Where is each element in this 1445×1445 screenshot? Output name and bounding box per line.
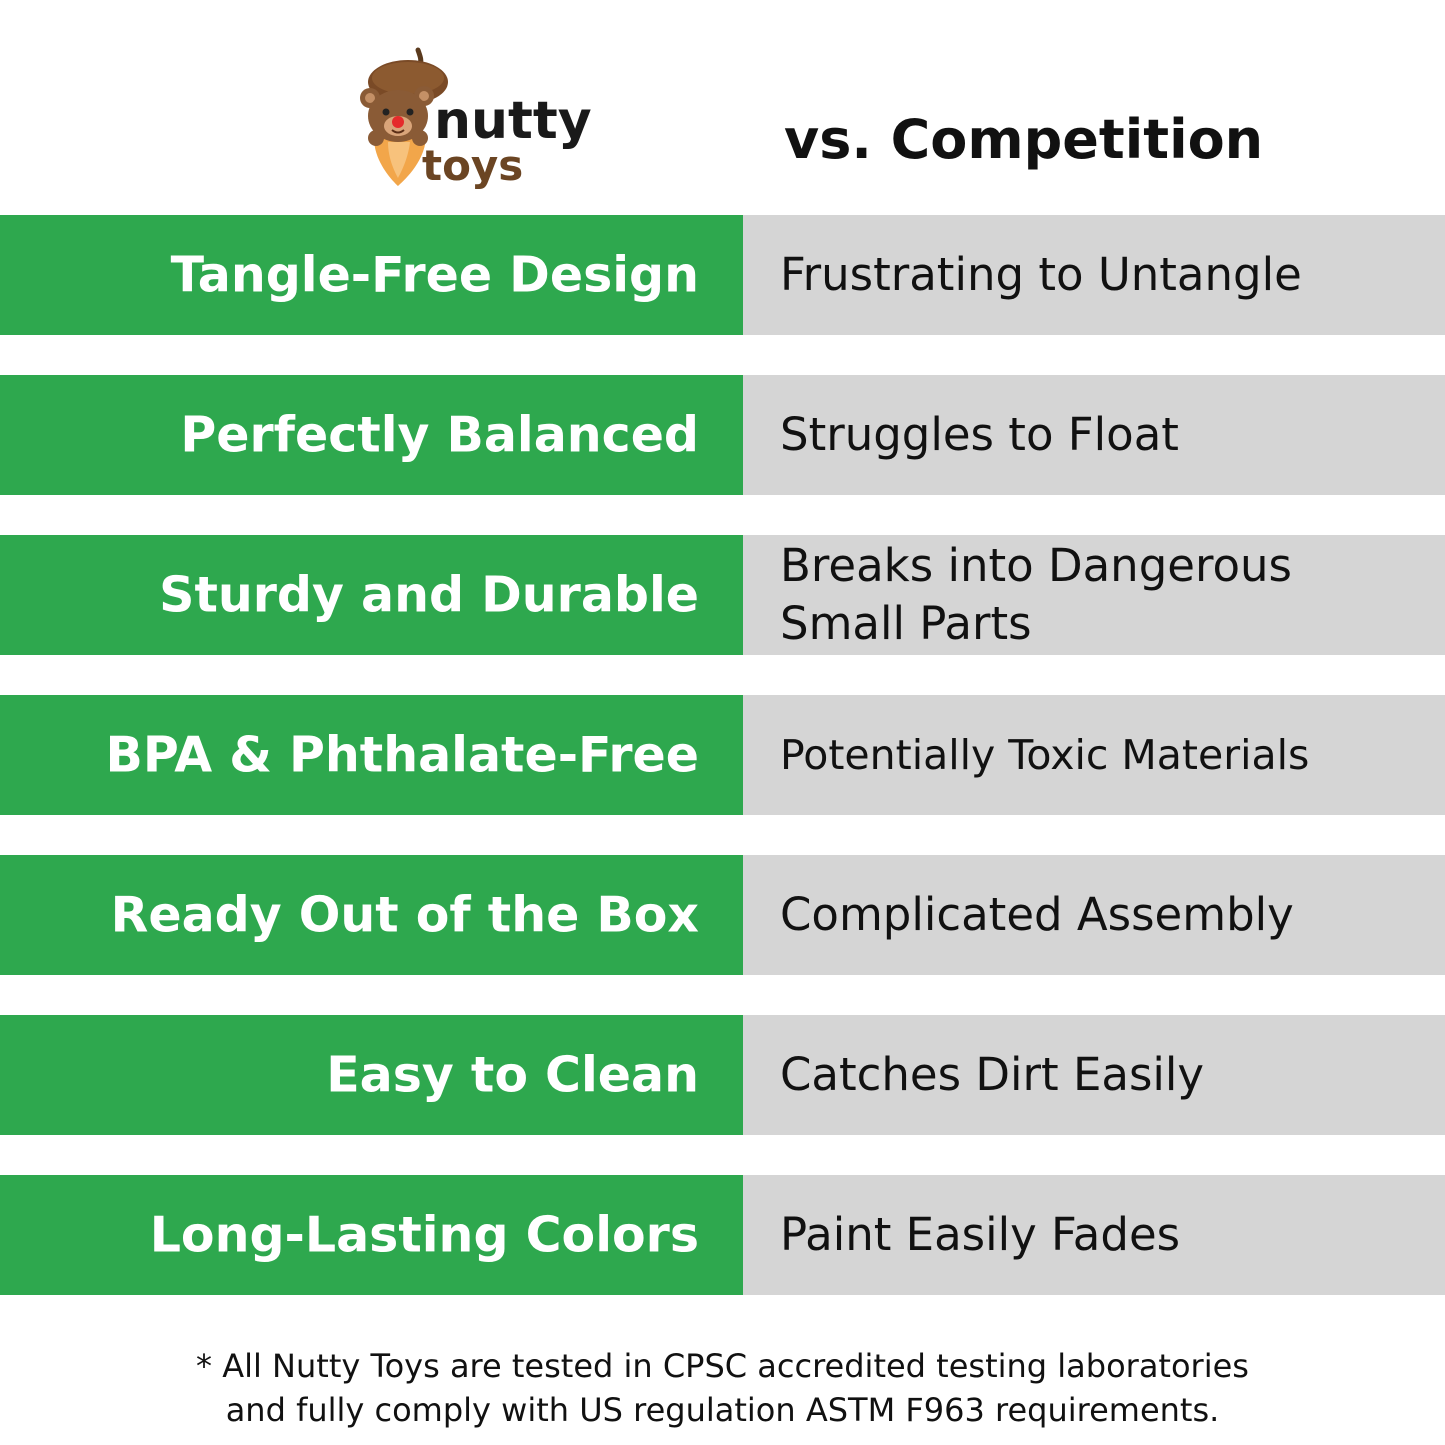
- ours-cell: Long-Lasting Colors: [0, 1175, 743, 1295]
- footnote-line: * All Nutty Toys are tested in CPSC accr…: [196, 1347, 1249, 1385]
- ours-label: Long-Lasting Colors: [149, 1206, 699, 1264]
- competition-label: Breaks into Dangerous Small Parts: [780, 539, 1292, 650]
- competition-cell: Breaks into Dangerous Small Parts: [743, 535, 1445, 655]
- ours-label: Ready Out of the Box: [110, 886, 699, 944]
- ours-cell: Ready Out of the Box: [0, 855, 743, 975]
- competition-label: Catches Dirt Easily: [780, 1048, 1205, 1101]
- ours-label: Tangle-Free Design: [170, 246, 699, 304]
- ours-label: Perfectly Balanced: [180, 406, 699, 464]
- competition-cell: Complicated Assembly: [743, 855, 1445, 975]
- acorn-bear-icon: nutty toys: [360, 47, 592, 190]
- comparison-row: BPA & Phthalate-Free Potentially Toxic M…: [0, 695, 1445, 815]
- comparison-row: Sturdy and Durable Breaks into Dangerous…: [0, 535, 1445, 655]
- ours-label: Easy to Clean: [326, 1046, 699, 1104]
- logo-text-toys: toys: [422, 141, 523, 190]
- footnote-line: and fully comply with US regulation ASTM…: [225, 1391, 1220, 1429]
- competition-heading: vs. Competition: [784, 108, 1264, 171]
- ours-cell: BPA & Phthalate-Free: [0, 695, 743, 815]
- competition-cell: Potentially Toxic Materials: [743, 695, 1445, 815]
- competition-label: Paint Easily Fades: [780, 1208, 1181, 1261]
- comparison-row: Tangle-Free Design Frustrating to Untang…: [0, 215, 1445, 335]
- competition-cell: Struggles to Float: [743, 375, 1445, 495]
- comparison-row: Ready Out of the Box Complicated Assembl…: [0, 855, 1445, 975]
- ours-cell: Tangle-Free Design: [0, 215, 743, 335]
- comparison-row: Easy to Clean Catches Dirt Easily: [0, 1015, 1445, 1135]
- competition-cell: Frustrating to Untangle: [743, 215, 1445, 335]
- competition-label: Potentially Toxic Materials: [780, 731, 1310, 779]
- brand-logo: nutty toys: [356, 46, 616, 196]
- competition-label: Struggles to Float: [780, 408, 1179, 461]
- competition-cell: Paint Easily Fades: [743, 1175, 1445, 1295]
- competition-label: Frustrating to Untangle: [780, 248, 1302, 301]
- ours-cell: Sturdy and Durable: [0, 535, 743, 655]
- ours-cell: Perfectly Balanced: [0, 375, 743, 495]
- ours-cell: Easy to Clean: [0, 1015, 743, 1135]
- ours-label: BPA & Phthalate-Free: [105, 726, 699, 784]
- competition-cell: Catches Dirt Easily: [743, 1015, 1445, 1135]
- logo-text-nutty: nutty: [434, 91, 592, 151]
- ours-label: Sturdy and Durable: [159, 566, 699, 624]
- comparison-row: Perfectly Balanced Struggles to Float: [0, 375, 1445, 495]
- comparison-row: Long-Lasting Colors Paint Easily Fades: [0, 1175, 1445, 1295]
- compliance-footnote: * All Nutty Toys are tested in CPSC accr…: [0, 1344, 1445, 1432]
- competition-label: Complicated Assembly: [780, 888, 1294, 941]
